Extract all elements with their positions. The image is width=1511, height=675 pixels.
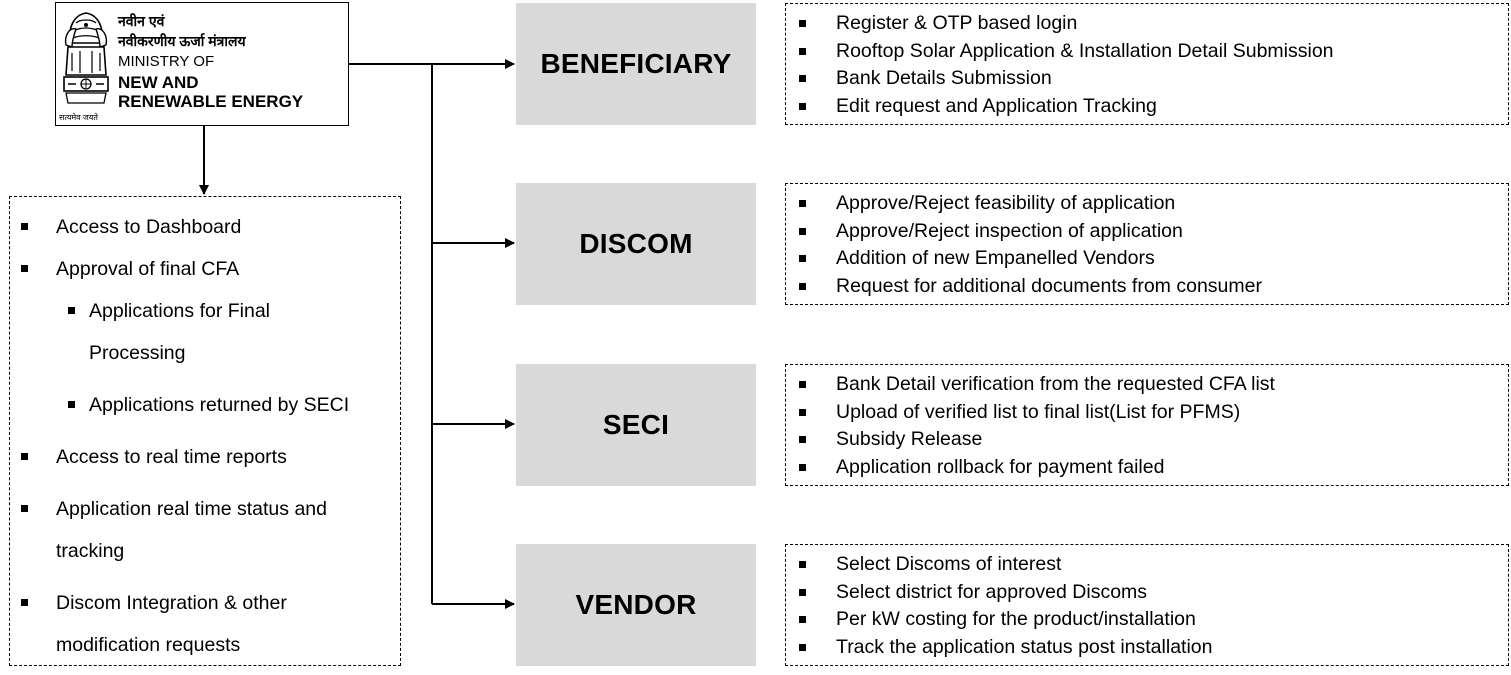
feature-item: Subsidy Release — [786, 426, 1508, 454]
feature-item: Select district for approved Discoms — [786, 579, 1508, 607]
logo-hindi-line-2: नवीकरणीय ऊर्जा मंत्रालय — [118, 33, 246, 49]
bullet-icon — [799, 255, 806, 262]
bullet-icon — [799, 75, 806, 82]
logo-new-and: NEW AND — [118, 73, 199, 92]
feature-item: Per kW costing for the product/installat… — [786, 606, 1508, 634]
ministry-feature-subitem: Applications returned by SECI — [10, 384, 400, 426]
bullet-icon — [799, 381, 806, 388]
ministry-features-panel: Access to Dashboard Approval of final CF… — [9, 196, 401, 666]
bullet-icon — [799, 227, 806, 235]
feature-item: Bank Details Submission — [786, 65, 1508, 93]
logo-hindi-line-1: नवीन एवं — [118, 13, 165, 29]
ministry-feature-subitem: Applications for Final Processing — [10, 290, 319, 374]
logo-ministry-of: MINISTRY OF — [118, 53, 215, 70]
feature-item: Select Discoms of interest — [786, 551, 1508, 579]
ministry-feature-item: Access to Dashboard — [10, 206, 400, 248]
ministry-feature-item: Discom Integration & other modification … — [10, 582, 356, 666]
bullet-icon — [799, 408, 806, 416]
discom-features-panel: Approve/Reject feasibility of applicatio… — [785, 183, 1509, 305]
feature-item: Application rollback for payment failed — [786, 454, 1508, 482]
bullet-icon — [799, 102, 806, 110]
role-box-discom: DISCOM — [516, 183, 756, 305]
bullet-icon — [799, 20, 806, 27]
feature-item: Upload of verified list to final list(Li… — [786, 399, 1508, 427]
bullet-icon — [799, 616, 806, 623]
feature-item: Approve/Reject inspection of application — [786, 218, 1508, 246]
bullet-icon — [21, 265, 28, 272]
logo-renewable-energy: RENEWABLE ENERGY — [118, 92, 304, 111]
feature-item: Track the application status post instal… — [786, 634, 1508, 662]
bullet-icon — [21, 505, 28, 512]
ministry-logo: नवीन एवं नवीकरणीय ऊर्जा मंत्रालय MINISTR… — [55, 2, 349, 126]
feature-item: Rooftop Solar Application & Installation… — [786, 38, 1508, 66]
bullet-icon — [799, 588, 806, 596]
feature-item: Addition of new Empanelled Vendors — [786, 245, 1508, 273]
role-box-seci: SECI — [516, 364, 756, 486]
bullet-icon — [799, 463, 806, 471]
logo-motto: सत्यमेव जयते — [59, 113, 98, 122]
ministry-feature-item: Approval of final CFA — [10, 248, 400, 290]
national-emblem-icon — [63, 12, 109, 104]
bullet-icon — [21, 223, 28, 230]
feature-item: Bank Detail verification from the reques… — [786, 371, 1508, 399]
seci-features-panel: Bank Detail verification from the reques… — [785, 364, 1509, 486]
bullet-icon — [799, 643, 806, 651]
bullet-icon — [799, 47, 806, 55]
feature-item: Request for additional documents from co… — [786, 273, 1508, 301]
bullet-icon — [799, 200, 806, 207]
bullet-icon — [68, 307, 75, 314]
vendor-features-panel: Select Discoms of interest Select distri… — [785, 544, 1509, 666]
beneficiary-features-panel: Register & OTP based login Rooftop Solar… — [785, 3, 1509, 125]
bullet-icon — [21, 599, 28, 606]
role-box-vendor: VENDOR — [516, 544, 756, 666]
feature-item: Edit request and Application Tracking — [786, 93, 1508, 121]
ministry-feature-item: Application real time status and trackin… — [10, 488, 356, 572]
feature-item: Register & OTP based login — [786, 10, 1508, 38]
bullet-icon — [68, 401, 75, 408]
bullet-icon — [799, 561, 806, 568]
bullet-icon — [799, 436, 806, 443]
ministry-feature-item: Access to real time reports — [10, 436, 400, 478]
bullet-icon — [799, 282, 806, 290]
bullet-icon — [21, 453, 28, 460]
role-box-beneficiary: BENEFICIARY — [516, 3, 756, 125]
feature-item: Approve/Reject feasibility of applicatio… — [786, 190, 1508, 218]
